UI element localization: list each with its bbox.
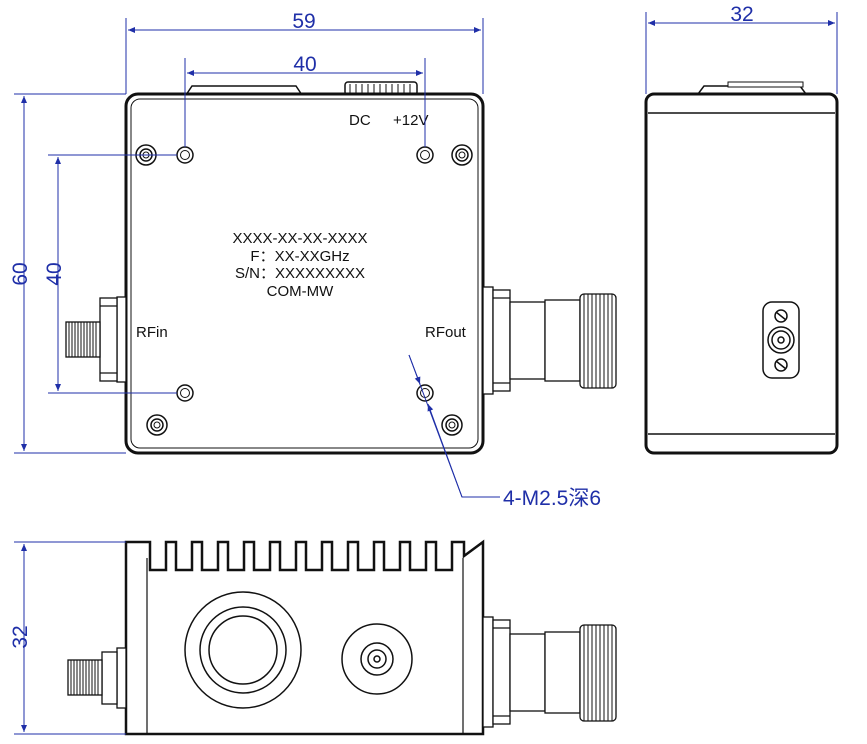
- dim-bottom-height: 32: [9, 625, 32, 648]
- top-view: XXXX-XX-XX-XXXX F：XX-XXGHz S/N：XXXXXXXXX…: [9, 10, 617, 510]
- side-view: 32: [644, 3, 839, 455]
- bottom-rfout-n-connector: [482, 616, 617, 728]
- m25-hole: [176, 146, 194, 164]
- top-bump: [185, 85, 303, 96]
- port-label-rfin: RFin: [136, 324, 168, 341]
- label-serial: S/N：XXXXXXXXX: [235, 265, 365, 282]
- mounting-screw: [146, 414, 168, 436]
- dim-hole-spacing-y: 40: [43, 262, 66, 285]
- bottom-view: 32: [9, 539, 617, 736]
- rfin-sma-connector: [65, 296, 127, 383]
- dim-height: 60: [9, 262, 32, 285]
- m25-hole: [176, 384, 194, 402]
- label-model: XXXX-XX-XX-XXXX: [232, 230, 367, 247]
- m25-hole: [416, 146, 434, 164]
- side-sma-flange: [762, 301, 800, 379]
- rfout-n-connector: [482, 286, 617, 395]
- label-brand: COM-MW: [267, 283, 334, 300]
- dim-side-width: 32: [730, 3, 753, 26]
- bottom-rfin-sma: [67, 647, 127, 709]
- dim-top-width: 59: [292, 10, 315, 33]
- m25-hole: [416, 384, 434, 402]
- port-label-dc: DC: [349, 112, 371, 129]
- bottom-round-boss: [184, 591, 302, 709]
- mounting-screw: [451, 144, 473, 166]
- mounting-screw: [441, 414, 463, 436]
- bottom-dc-connector: [341, 623, 413, 695]
- port-label-supply: +12V: [393, 112, 428, 129]
- top-view-body: [124, 92, 485, 455]
- port-label-rfout: RFout: [425, 324, 467, 341]
- heatsink-fins: [124, 539, 485, 736]
- side-view-body: [644, 92, 839, 455]
- label-frequency: F：XX-XXGHz: [250, 248, 349, 265]
- hole-callout-text: 4-M2.5深6: [503, 487, 601, 510]
- dim-hole-spacing-x: 40: [293, 53, 316, 76]
